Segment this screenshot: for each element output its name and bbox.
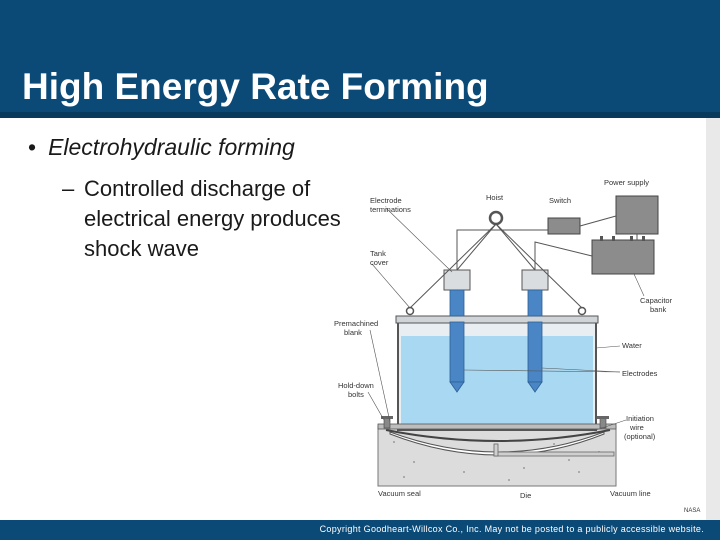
hoist-ring <box>488 210 504 226</box>
label-capacitor-bank: Capacitor <box>640 296 673 305</box>
electrohydraulic-diagram: Electrode terminations Hoist Switch Powe… <box>334 178 700 514</box>
die-cavity <box>389 431 605 456</box>
label-electrode-terminations-2: terminations <box>370 205 411 214</box>
hoist-cables <box>409 223 583 309</box>
bullet-dot: • <box>28 134 37 160</box>
bullet-main-text: Electrohydraulic forming <box>48 134 295 160</box>
vacuum-line-drop <box>493 443 499 457</box>
label-premachined-blank: Premachined <box>334 319 378 328</box>
blank-flange <box>377 423 617 430</box>
hold-down-bolt-right <box>597 416 609 429</box>
label-hold-down-bolts-2: bolts <box>348 390 364 399</box>
slide-right-edge <box>706 118 720 520</box>
label-electrode-terminations: Electrode <box>370 196 402 205</box>
slide-title: High Energy Rate Forming <box>22 66 489 107</box>
label-premachined-blank-2: blank <box>344 328 362 337</box>
leader-lines <box>367 207 645 431</box>
power-supply-box <box>615 195 659 235</box>
lift-eye-left <box>405 306 415 316</box>
lift-eye-right <box>577 306 587 316</box>
capacitor-bank-box <box>591 239 655 275</box>
label-die: Die <box>520 491 531 500</box>
wiring <box>456 215 638 270</box>
electrode-right <box>521 269 549 393</box>
premachined-blank <box>385 429 611 442</box>
label-credit: NASA <box>684 508 700 514</box>
bullet-dash: – <box>62 176 75 201</box>
label-initiation-wire-2: wire <box>629 423 644 432</box>
water <box>401 336 593 428</box>
label-vacuum-seal: Vacuum seal <box>378 489 421 498</box>
copyright-notice: Copyright Goodheart-Willcox Co., Inc. Ma… <box>319 524 704 534</box>
bullet-main: • Electrohydraulic forming <box>28 134 295 161</box>
label-vacuum-line: Vacuum line <box>610 489 651 498</box>
label-power-supply: Power supply <box>604 178 649 187</box>
hold-down-bolt-left <box>381 416 393 429</box>
electrode-left <box>443 269 471 393</box>
header-band <box>0 112 720 118</box>
label-initiation-wire: Initiation <box>626 414 654 423</box>
slide-header <box>0 0 720 118</box>
label-initiation-wire-3: (optional) <box>624 432 656 441</box>
switch-box <box>547 217 581 235</box>
label-switch: Switch <box>549 196 571 205</box>
tank-cover <box>395 315 599 324</box>
label-electrodes: Electrodes <box>622 369 658 378</box>
label-capacitor-bank-2: bank <box>650 305 667 314</box>
label-tank-cover: Tank <box>370 249 386 258</box>
bullet-sub-text: Controlled discharge of electrical energ… <box>84 176 341 261</box>
capacitor-bank-terminals <box>600 236 645 241</box>
label-tank-cover-2: cover <box>370 258 389 267</box>
label-hoist: Hoist <box>486 193 504 202</box>
label-water: Water <box>622 341 642 350</box>
label-hold-down-bolts: Hold-down <box>338 381 374 390</box>
slide-footer: Copyright Goodheart-Willcox Co., Inc. Ma… <box>0 520 720 540</box>
vacuum-line-pipe <box>493 451 615 457</box>
